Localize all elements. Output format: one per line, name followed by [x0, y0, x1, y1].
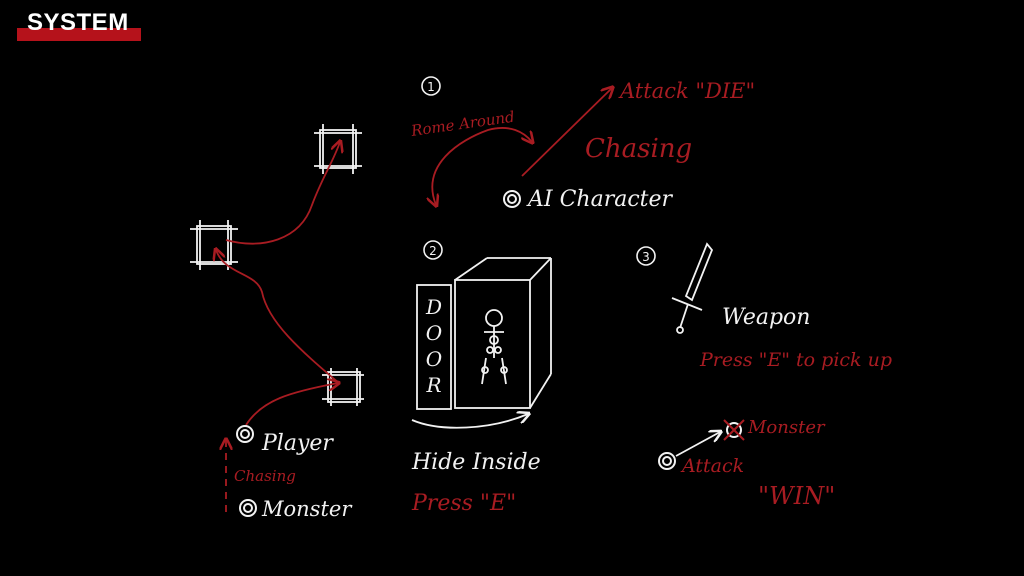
section-title-badge: SYSTEM: [17, 9, 141, 41]
player-marker: [236, 425, 254, 443]
weapon-attack-arrow: [675, 432, 720, 457]
monster-label: Monster: [261, 497, 353, 521]
step-1-number: 1: [421, 76, 441, 96]
svg-text:3: 3: [642, 250, 650, 264]
patrol-map: [190, 124, 364, 406]
closet-door: [416, 284, 452, 410]
player-label: Player: [261, 431, 334, 456]
svg-text:1: 1: [427, 80, 435, 94]
patrol-route: [216, 142, 340, 512]
door-label: D O O R: [425, 295, 442, 397]
svg-text:D: D: [425, 295, 442, 319]
svg-text:O: O: [426, 347, 442, 371]
title-underline-bar: [17, 28, 141, 41]
roam-arrow: [432, 127, 532, 205]
route-segment-to-bottom: [245, 383, 338, 426]
svg-text:2: 2: [429, 244, 437, 258]
hiding-closet: [416, 257, 552, 410]
svg-text:O: O: [426, 321, 442, 345]
attack-arrow: [521, 88, 612, 177]
sword-icon: [671, 242, 714, 334]
ai-character-label: AI Character: [526, 187, 674, 212]
win-label: "WIN": [758, 482, 835, 510]
attack-die-label: Attack "DIE": [618, 79, 755, 103]
monster-marker: [239, 499, 257, 517]
chasing-label-ai: Chasing: [585, 134, 692, 164]
defeated-monster-marker: [723, 419, 745, 441]
hide-arrow: [411, 414, 528, 429]
hide-inside-label: Hide Inside: [411, 450, 541, 475]
step-2-number: 2: [423, 240, 443, 260]
ai-character-marker: [503, 190, 521, 208]
waypoint-box-top: [314, 124, 362, 174]
pickup-label: Press "E" to pick up: [699, 349, 892, 371]
weapon-label: Weapon: [722, 305, 810, 330]
chasing-label-left: Chasing: [234, 467, 296, 485]
hidden-figure-icon: [481, 309, 508, 385]
route-segment-to-middle: [216, 250, 341, 385]
roam-around-label: Rome Around: [409, 108, 516, 140]
waypoint-box-middle: [190, 220, 238, 270]
step-3-number: 3: [636, 246, 656, 266]
section-title: SYSTEM: [27, 9, 129, 36]
monster-target-label: Monster: [747, 417, 826, 438]
attack-label: Attack: [680, 455, 744, 477]
press-e-label: Press "E": [411, 491, 516, 516]
route-segment-to-top: [225, 142, 340, 245]
svg-text:R: R: [425, 373, 441, 397]
player-armed-marker: [658, 452, 676, 470]
